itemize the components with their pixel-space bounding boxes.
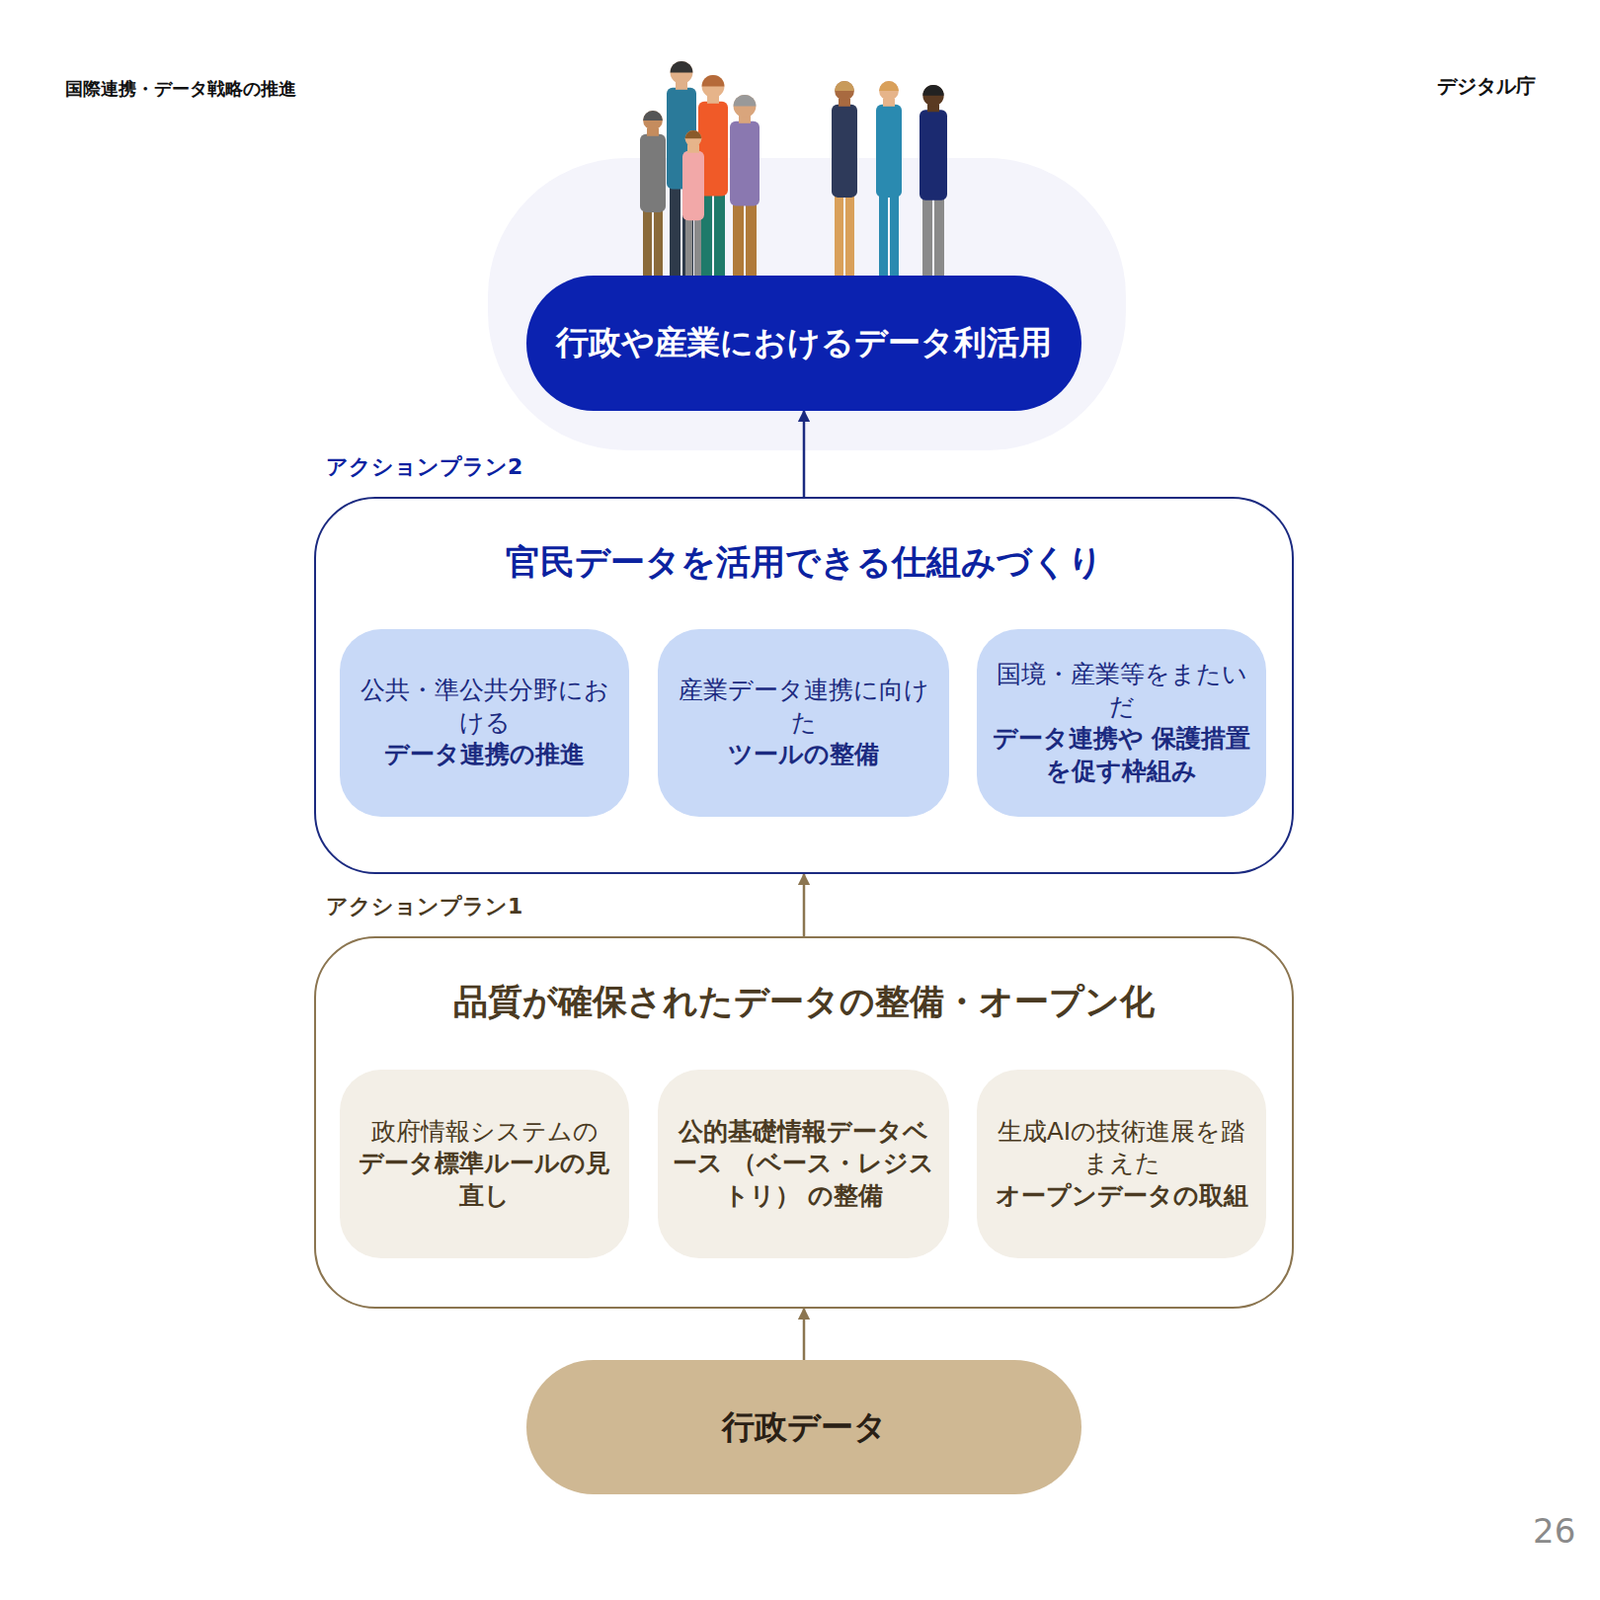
halo-panel xyxy=(487,158,1126,451)
box-text: データ連携の推進 xyxy=(384,738,585,772)
source-pill: 行政データ xyxy=(526,1360,1082,1495)
section-header: 国際連携・データ戦略の推進 xyxy=(65,77,297,101)
action-plan-group: アクションプラン2官民データを活用できる仕組みづくり公共・準公共分野におけるデー… xyxy=(314,496,1294,875)
person-figure xyxy=(874,80,904,281)
box-text: 国境・産業等をまたいだ xyxy=(990,658,1253,723)
person-figure xyxy=(638,110,668,281)
box-text: 政府情報システムの xyxy=(371,1116,599,1149)
initiative-box: 生成AIの技術進展を踏まえたオープンデータの取組 xyxy=(976,1069,1267,1259)
person-figure xyxy=(727,94,762,281)
flow-arrow xyxy=(802,410,806,497)
box-text: 行政や産業におけるデータ利活用 xyxy=(556,321,1052,365)
initiative-box: 国境・産業等をまたいだデータ連携や 保護措置を促す枠組み xyxy=(976,629,1267,817)
person-figure xyxy=(829,80,860,281)
box-text: データ連携や 保護措置を促す枠組み xyxy=(990,722,1253,788)
box-text: 公的基礎情報データベース （ベース・レジストリ） の整備 xyxy=(671,1116,936,1213)
page-number: 26 xyxy=(1532,1511,1576,1551)
outcome-pill: 行政や産業におけるデータ利活用 xyxy=(526,275,1082,411)
flow-arrow xyxy=(802,1308,806,1360)
box-text: 産業データ連携に向けた xyxy=(671,674,936,739)
action-plan-group: アクションプラン1品質が確保されたデータの整備・オープン化政府情報システムのデー… xyxy=(314,936,1294,1309)
person-figure xyxy=(680,130,707,281)
box-text: 生成AIの技術進展を踏まえた xyxy=(990,1116,1253,1181)
box-text: オープンデータの取組 xyxy=(995,1180,1249,1213)
initiative-box: 公共・準公共分野におけるデータ連携の推進 xyxy=(339,629,630,817)
box-text: 公共・準公共分野における xyxy=(353,674,616,739)
box-text: 行政データ xyxy=(721,1406,887,1449)
group-heading: 品質が確保されたデータの整備・オープン化 xyxy=(316,979,1292,1026)
person-figure xyxy=(917,84,950,281)
initiative-box: 公的基礎情報データベース （ベース・レジストリ） の整備 xyxy=(657,1069,950,1259)
plan-label: アクションプラン2 xyxy=(325,453,523,482)
box-text: データ標準ルールの見直し xyxy=(353,1147,616,1212)
initiative-box: 産業データ連携に向けたツールの整備 xyxy=(657,629,950,817)
group-heading: 官民データを活用できる仕組みづくり xyxy=(316,540,1292,586)
box-text: ツールの整備 xyxy=(727,738,880,772)
flow-arrow xyxy=(802,874,806,937)
plan-label: アクションプラン1 xyxy=(325,892,523,922)
agency-name: デジタル庁 xyxy=(1437,73,1536,100)
people-illustration xyxy=(638,61,950,281)
initiative-box: 政府情報システムのデータ標準ルールの見直し xyxy=(339,1069,630,1259)
